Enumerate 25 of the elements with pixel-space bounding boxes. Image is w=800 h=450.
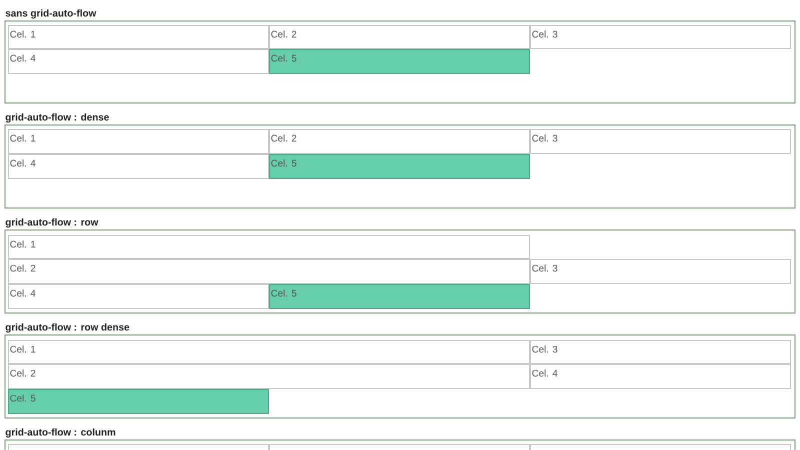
grid-cell: Cel. 3 bbox=[530, 340, 791, 364]
section-heading: grid-auto-flow : row bbox=[6, 218, 98, 228]
grid-cell: Cel. 5 bbox=[269, 154, 530, 179]
grid-cell: Cel. 4 bbox=[8, 154, 269, 179]
grid-cell: Cel. 3 bbox=[530, 259, 791, 284]
grid-cell: Cel. 4 bbox=[530, 364, 791, 389]
grid-cell: Cel. 2 bbox=[269, 25, 530, 49]
section-heading: grid-auto-flow : colunm bbox=[6, 428, 116, 438]
grid-cell bbox=[269, 444, 530, 450]
grid-cell: Cel. 1 bbox=[8, 25, 269, 49]
grid-cell bbox=[530, 444, 791, 450]
grid-cell: Cel. 3 bbox=[530, 129, 791, 154]
section-heading: sans grid-auto-flow bbox=[6, 9, 96, 19]
grid-cell: Cel. 5 bbox=[8, 389, 269, 414]
grid-cell: Cel. 3 bbox=[530, 25, 791, 49]
grid-cell: Cel. 1 bbox=[8, 129, 269, 154]
section-heading: grid-auto-flow : row dense bbox=[6, 323, 130, 333]
section-heading: grid-auto-flow : dense bbox=[6, 113, 109, 123]
grid-cell: Cel. 1 bbox=[8, 235, 530, 259]
grid-cell: Cel. 4 bbox=[8, 284, 269, 309]
grid-cell: Cel. 4 bbox=[8, 49, 269, 74]
grid-cell: Cel. 5 bbox=[269, 284, 530, 309]
grid-cell: Cel. 2 bbox=[269, 129, 530, 154]
grid-cell: Cel. 5 bbox=[269, 49, 530, 74]
grid-cell bbox=[8, 444, 269, 450]
